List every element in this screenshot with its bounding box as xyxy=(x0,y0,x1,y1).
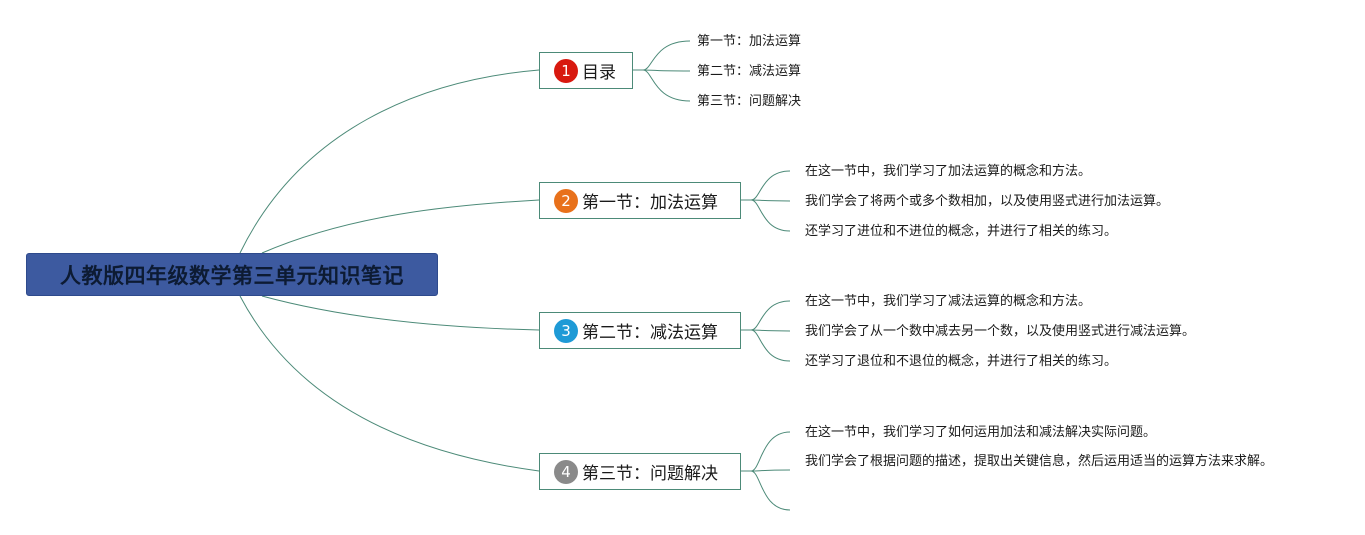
addition-leaf-link xyxy=(750,170,791,201)
leaf-topic[interactable]: 第三节：问题解决 xyxy=(697,94,802,109)
addition-leaf-link xyxy=(750,199,791,202)
branch-section-problem-solving[interactable]: 4 第三节：问题解决 xyxy=(539,453,741,490)
branch-title: 第三节：问题解决 xyxy=(582,464,718,484)
subtraction-leaf-link xyxy=(750,329,791,332)
number-badge: 1 xyxy=(554,58,578,83)
branch-section-addition[interactable]: 2 第一节：加法运算 xyxy=(539,182,741,219)
number-badge: 3 xyxy=(554,318,578,343)
contents-leaf-link xyxy=(642,40,691,71)
leaf-topic[interactable]: 还学习了退位和不退位的概念，并进行了相关的练习。 xyxy=(805,354,1118,369)
problem-solving-leaf-link xyxy=(750,469,791,472)
leaf-topic[interactable]: 在这一节中，我们学习了如何运用加法和减法解决实际问题。 xyxy=(805,425,1157,440)
number-badge: 4 xyxy=(554,459,578,484)
branch-contents[interactable]: 1 目录 xyxy=(539,52,633,89)
root-link-problem-solving xyxy=(239,295,540,472)
number-badge: 2 xyxy=(554,188,578,213)
leaf-topic[interactable]: 在这一节中，我们学习了加法运算的概念和方法。 xyxy=(805,164,1092,179)
leaf-topic[interactable]: 在这一节中，我们学习了减法运算的概念和方法。 xyxy=(805,294,1092,309)
leaf-topic[interactable]: 第二节：减法运算 xyxy=(697,64,802,79)
branch-title: 第一节：加法运算 xyxy=(582,193,718,213)
addition-leaf-link xyxy=(750,199,791,232)
subtraction-leaf-link xyxy=(750,300,791,331)
leaf-topic[interactable]: 我们学会了从一个数中减去另一个数，以及使用竖式进行减法运算。 xyxy=(805,324,1196,339)
contents-leaf-link xyxy=(642,69,691,102)
subtraction-leaf-link xyxy=(750,329,791,362)
leaf-topic[interactable]: 我们学会了根据问题的描述，提取出关键信息，然后运用适当的运算方法来求解。 xyxy=(805,454,1274,469)
root-topic[interactable]: 人教版四年级数学第三单元知识笔记 xyxy=(26,253,438,296)
problem-solving-leaf-link xyxy=(750,431,791,472)
leaf-topic[interactable]: 我们学会了将两个或多个数相加，以及使用竖式进行加法运算。 xyxy=(805,194,1170,209)
branch-section-subtraction[interactable]: 3 第二节：减法运算 xyxy=(539,312,741,349)
root-link-subtraction xyxy=(261,295,540,331)
root-link-addition xyxy=(261,199,540,254)
root-link-contents xyxy=(239,69,540,254)
root-title: 人教版四年级数学第三单元知识笔记 xyxy=(60,263,404,288)
branch-title: 第二节：减法运算 xyxy=(582,323,718,343)
contents-leaf-link xyxy=(642,69,691,72)
leaf-topic[interactable]: 还学习了进位和不进位的概念，并进行了相关的练习。 xyxy=(805,224,1118,239)
problem-solving-leaf-link xyxy=(750,470,791,511)
leaf-topic[interactable]: 第一节：加法运算 xyxy=(697,34,802,49)
branch-title: 目录 xyxy=(582,63,616,83)
